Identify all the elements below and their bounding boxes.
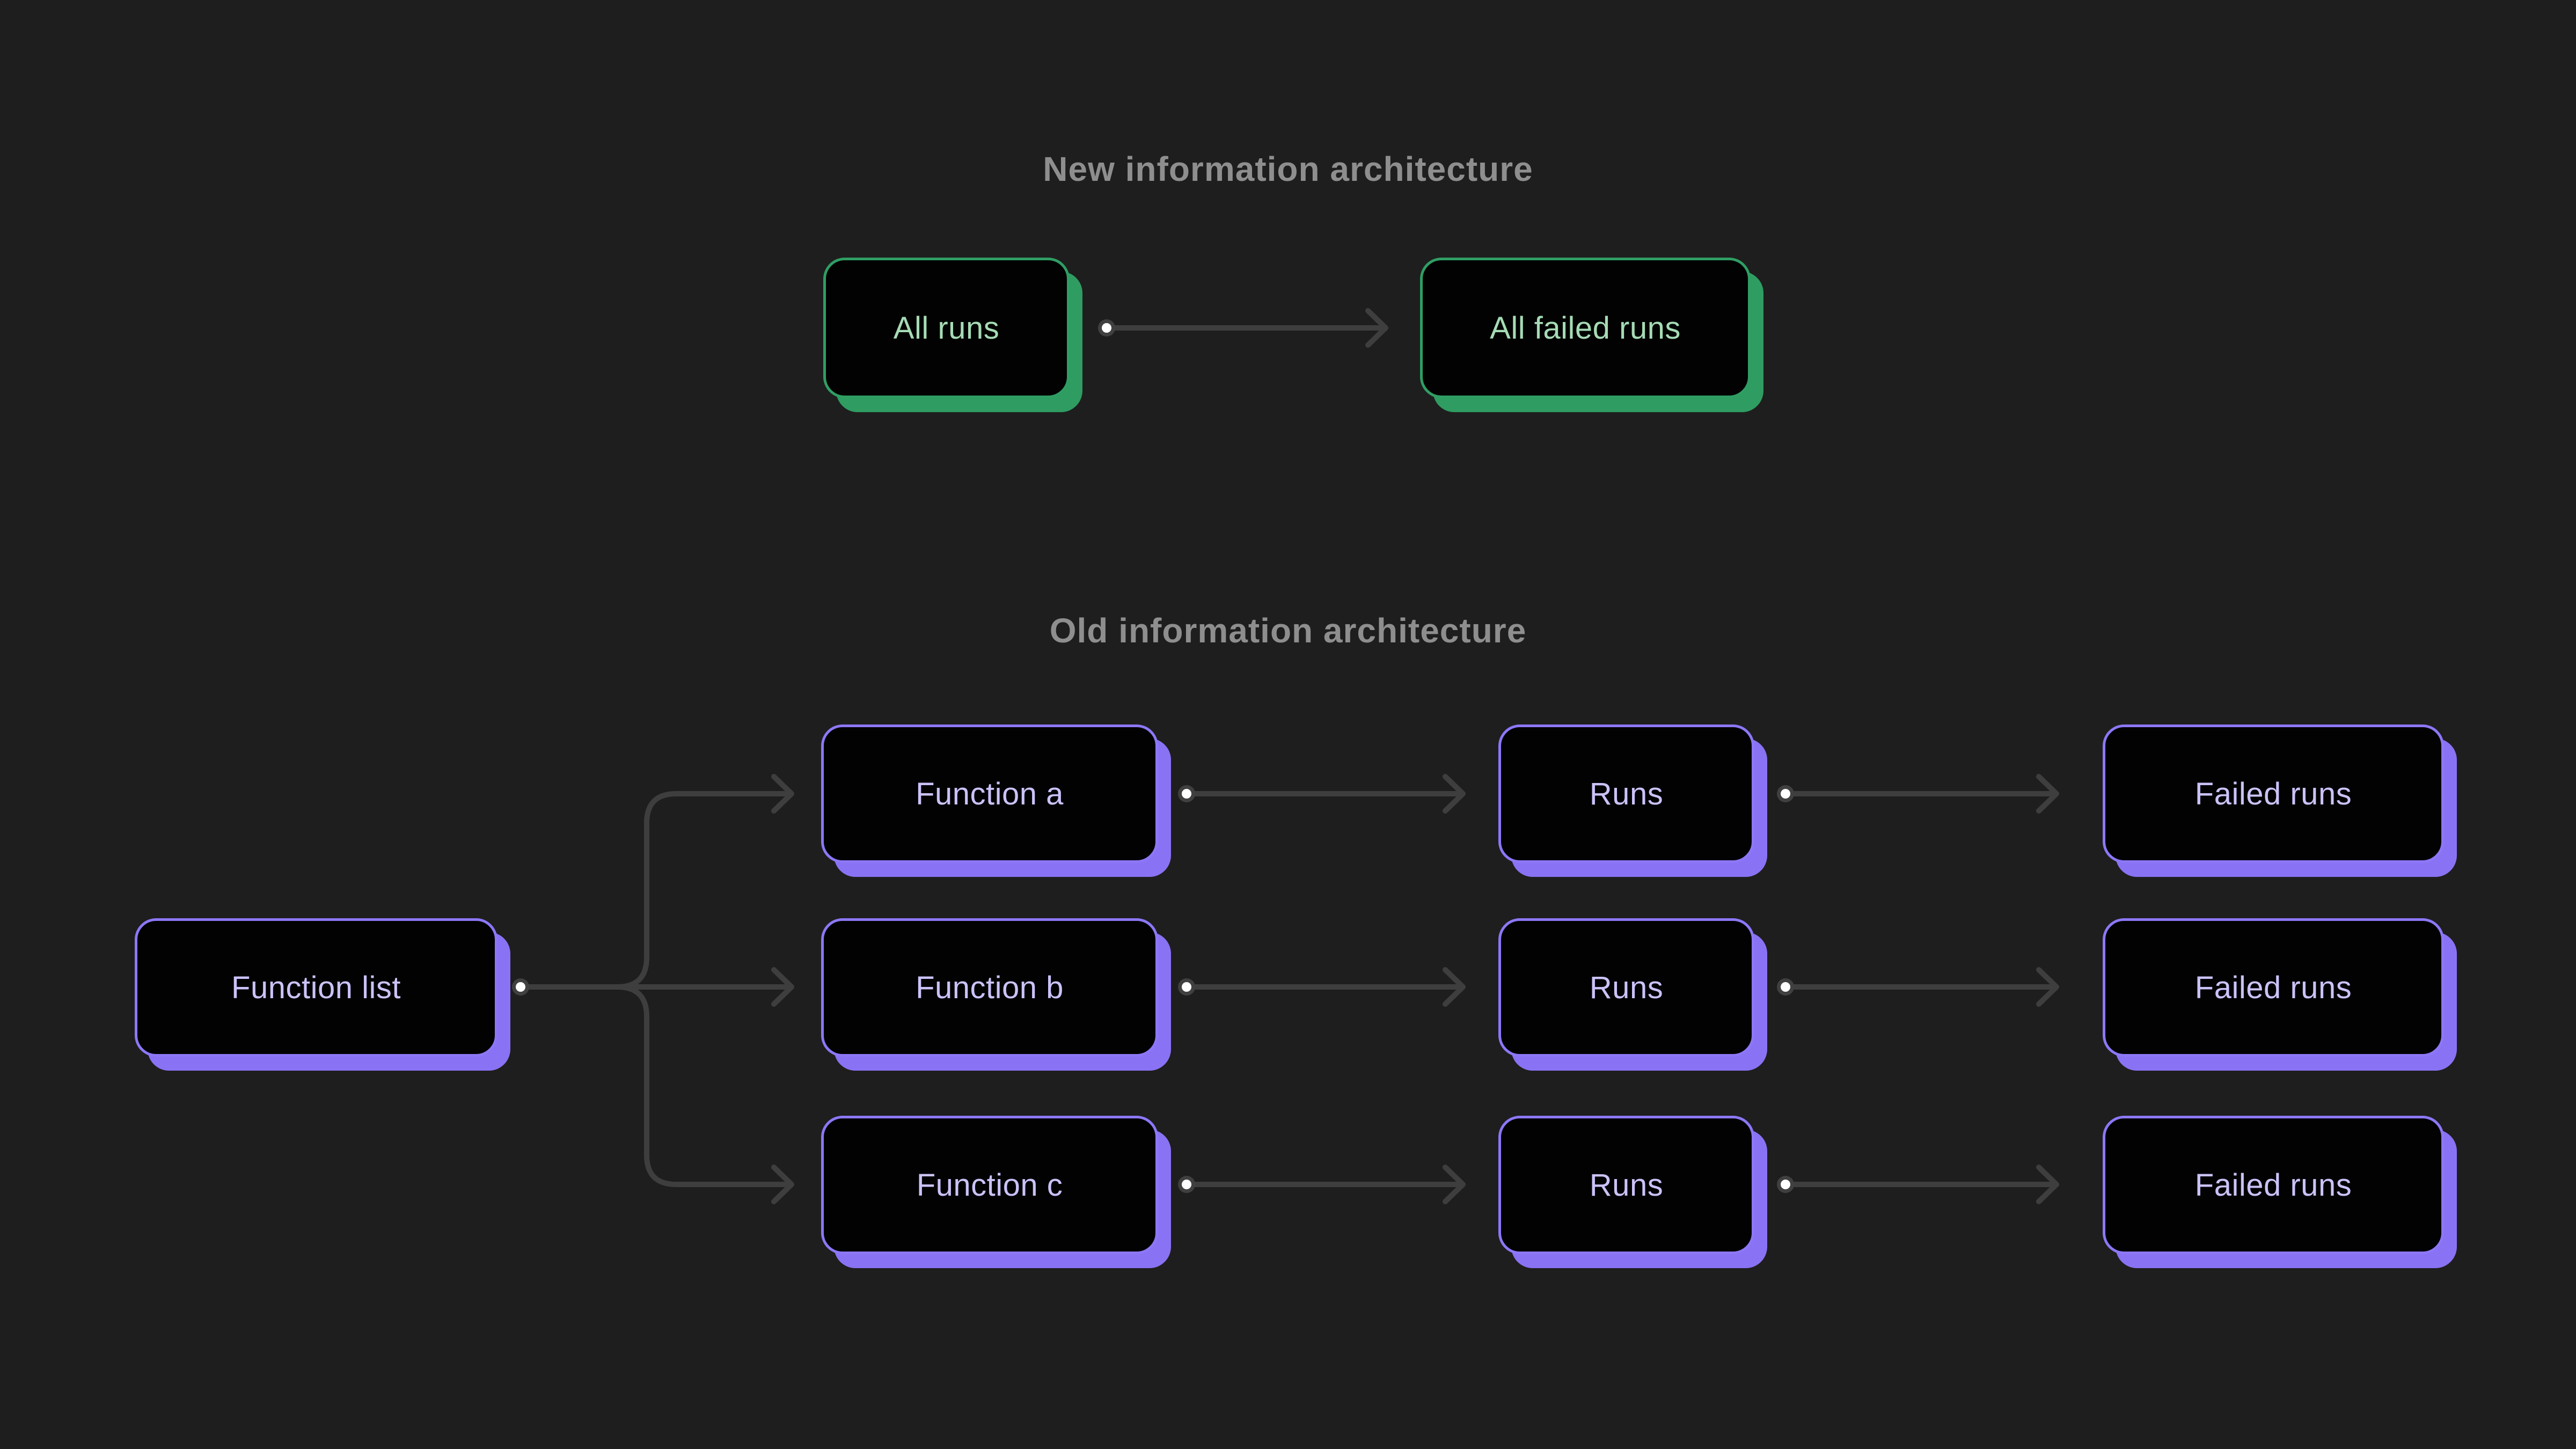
node-label: Runs [1589, 970, 1664, 1005]
node-failed-runs-row-b: Failed runs [2103, 918, 2444, 1057]
node-function-b: Function b [821, 918, 1158, 1057]
node-label: Runs [1589, 1167, 1664, 1203]
connector-dot-icon [1178, 785, 1195, 802]
node-function-c: Function c [821, 1116, 1158, 1254]
node-function-a: Function a [821, 724, 1158, 863]
connector-dot-icon [512, 978, 529, 996]
arrow-fork-up [526, 791, 791, 990]
arrowhead-icon [2036, 967, 2059, 1007]
connector-dots [512, 319, 1794, 1193]
node-label: All runs [893, 310, 1000, 346]
node-failed-runs-row-a: Failed runs [2103, 724, 2444, 863]
arrowhead-icon [771, 1165, 794, 1204]
new-architecture-title: New information architecture [1043, 150, 1533, 188]
node-label: Failed runs [2194, 776, 2352, 811]
node-label: Function list [231, 970, 401, 1005]
node-label: Function c [916, 1167, 1063, 1203]
node-runs-row-c: Runs [1498, 1116, 1754, 1254]
node-failed-runs-row-c: Failed runs [2103, 1116, 2444, 1254]
arrowhead-icon [2036, 774, 2059, 814]
node-runs-row-a: Runs [1498, 724, 1754, 863]
arrowhead-icon [1443, 774, 1466, 814]
node-label: All failed runs [1490, 310, 1681, 346]
node-label: Failed runs [2194, 970, 2352, 1005]
arrowhead-icon [1365, 308, 1388, 348]
arrowhead-icon [2036, 1165, 2059, 1204]
node-runs-row-b: Runs [1498, 918, 1754, 1057]
connector-dot-icon [1777, 785, 1794, 802]
node-all-runs: All runs [823, 258, 1070, 398]
arrowhead-icon [771, 774, 794, 814]
connector-dot-icon [1777, 1176, 1794, 1193]
connector-dot-icon [1178, 978, 1195, 996]
connector-dot-icon [1777, 978, 1794, 996]
arrowhead-icon [1443, 1165, 1466, 1204]
node-label: Function a [916, 776, 1064, 811]
node-function-list: Function list [135, 918, 497, 1057]
node-label: Function b [916, 970, 1064, 1005]
arrow-fork-down [526, 984, 791, 1187]
node-label: Runs [1589, 776, 1664, 811]
connector-dot-icon [1178, 1176, 1195, 1193]
arrowhead-icon [1443, 967, 1466, 1007]
node-label: Failed runs [2194, 1167, 2352, 1203]
node-all-failed-runs: All failed runs [1420, 258, 1751, 398]
connector-dot-icon [1098, 319, 1115, 336]
arrowhead-icon [771, 967, 794, 1007]
old-architecture-title: Old information architecture [1049, 611, 1527, 650]
